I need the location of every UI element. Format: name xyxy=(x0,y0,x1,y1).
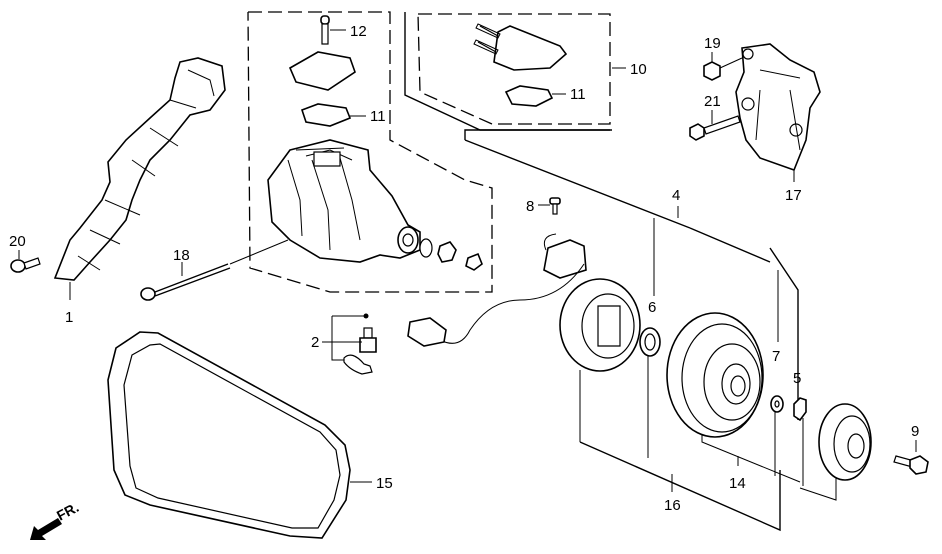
part-compressor-body[interactable] xyxy=(267,139,483,271)
callout-15: 15 xyxy=(376,475,393,492)
front-direction-arrow-icon xyxy=(30,518,62,540)
leader-19b xyxy=(719,57,743,69)
callout-21: 21 xyxy=(704,93,721,110)
part-5-snap-ring[interactable] xyxy=(793,397,807,422)
callout-9: 9 xyxy=(911,423,919,440)
part-9-bolt[interactable] xyxy=(893,455,929,475)
valve-group-box xyxy=(417,13,611,125)
callout-20: 20 xyxy=(9,233,26,250)
part-10-valve-plate[interactable] xyxy=(473,23,568,71)
callout-12: 12 xyxy=(350,23,367,40)
part-15-drive-belt[interactable] xyxy=(107,331,351,539)
part-1-shield[interactable] xyxy=(53,57,226,281)
callout-14: 14 xyxy=(729,475,746,492)
callout-11a: 11 xyxy=(370,108,386,125)
part-6-shim-ring[interactable] xyxy=(639,327,661,357)
leader-hub xyxy=(799,478,837,501)
part-17-bracket[interactable] xyxy=(735,43,821,172)
part-clutch-hub[interactable] xyxy=(818,403,872,481)
callout-4: 4 xyxy=(672,187,680,204)
leader-14a xyxy=(701,434,801,483)
part-11-o-ring-right[interactable] xyxy=(504,85,554,107)
part-21-flange-bolt[interactable] xyxy=(689,115,741,141)
part-14-pulley[interactable] xyxy=(666,312,764,438)
callout-19: 19 xyxy=(704,35,721,52)
part-19-nut[interactable] xyxy=(703,61,721,81)
callout-16: 16 xyxy=(664,497,681,514)
callout-1: 1 xyxy=(65,309,73,326)
part-7-shim[interactable] xyxy=(770,395,784,413)
callout-5: 5 xyxy=(793,370,801,387)
part-12-bolt[interactable] xyxy=(320,15,330,45)
clutch-group-line2 xyxy=(689,227,771,263)
callout-10: 10 xyxy=(630,61,647,78)
part-cover-plate[interactable] xyxy=(288,51,356,91)
part-18-through-bolt[interactable] xyxy=(140,239,289,301)
callout-8: 8 xyxy=(526,198,534,215)
callout-11b: 11 xyxy=(570,86,586,103)
callout-7: 7 xyxy=(772,348,780,365)
part-16-field-coil[interactable] xyxy=(407,233,641,372)
part-2-thermal-switch[interactable] xyxy=(331,313,377,375)
leader-16b xyxy=(579,441,781,532)
part-8-screw[interactable] xyxy=(549,197,561,215)
callout-18: 18 xyxy=(173,247,190,264)
part-11-o-ring-left[interactable] xyxy=(300,103,352,127)
part-20-bolt[interactable] xyxy=(10,257,41,273)
callout-6: 6 xyxy=(648,299,656,316)
callout-17: 17 xyxy=(785,187,802,204)
callout-2: 2 xyxy=(311,334,319,351)
compressor-group-box xyxy=(247,11,493,293)
